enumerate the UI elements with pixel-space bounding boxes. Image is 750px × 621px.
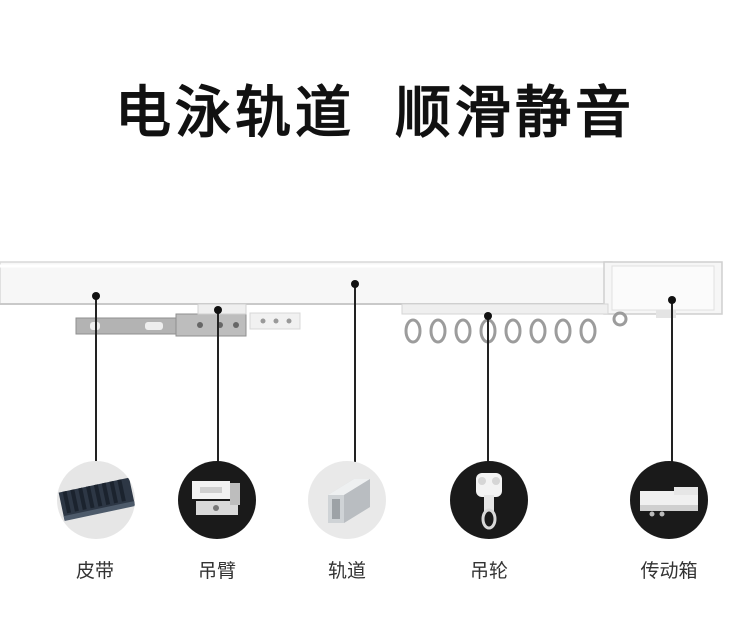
part-label-bracket: 吊臂 xyxy=(197,560,236,582)
bracket-arm xyxy=(75,303,301,337)
pointer-dots xyxy=(92,280,676,320)
pointer-lines xyxy=(95,284,673,462)
headline: 电泳轨道顺滑静音 xyxy=(0,68,750,149)
track-thumbnail xyxy=(308,461,386,539)
part-label-roller: 吊轮 xyxy=(469,560,508,582)
part-label-track: 轨道 xyxy=(327,560,366,582)
part-label-belt: 皮带 xyxy=(75,560,114,582)
headline-part-2: 顺滑静音 xyxy=(395,81,635,146)
gearbox-thumbnail xyxy=(630,461,708,539)
belt-thumbnail xyxy=(57,461,135,539)
part-label-gearbox: 传动箱 xyxy=(640,560,698,582)
bracket-thumbnail xyxy=(178,461,256,539)
rail xyxy=(0,261,613,305)
rollers xyxy=(401,303,628,344)
headline-part-1: 电泳轨道 xyxy=(115,81,355,146)
roller-thumbnail xyxy=(450,461,528,539)
gearbox xyxy=(603,261,723,318)
